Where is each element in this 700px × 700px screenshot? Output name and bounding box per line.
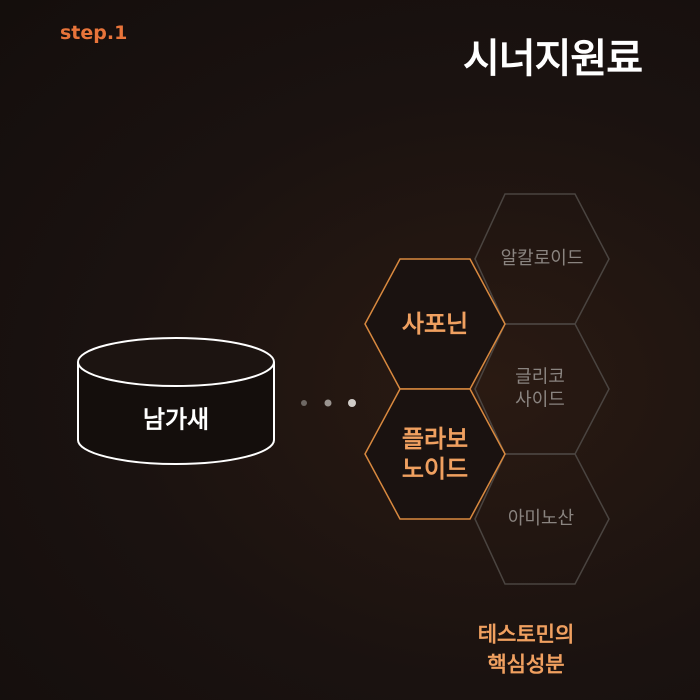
- source-label: 남가새: [142, 405, 210, 434]
- connector-dot-3: [348, 399, 356, 407]
- connector-dot-1: [301, 400, 307, 406]
- caption: 테스토민의 핵심성분: [478, 620, 575, 681]
- page-title: 시너지원료: [463, 36, 643, 82]
- hex-label-amino-acid: 아미노산: [507, 507, 575, 529]
- hex-label-flavonoid: 플라보 노이드: [402, 424, 468, 484]
- hex-label-saponin: 사포닌: [401, 310, 469, 338]
- hex-flavonoid: [364, 388, 506, 520]
- connector-dots: [301, 399, 356, 407]
- connector-dot-2: [324, 399, 332, 407]
- hex-label-glycoside: 글리코 사이드: [515, 367, 565, 412]
- cylinder-shape: [77, 337, 275, 465]
- caption-line1: 테스토민의: [477, 622, 575, 647]
- hex-label-flavonoid-line1: 플라보: [401, 425, 469, 453]
- hex-label-alkaloid: 알칼로이드: [500, 247, 584, 269]
- caption-line2: 핵심성분: [487, 653, 565, 677]
- step-label: step.1: [60, 22, 128, 44]
- hex-label-glycoside-line2: 사이드: [515, 389, 565, 410]
- hex-label-flavonoid-line2: 노이드: [401, 455, 469, 483]
- hex-label-glycoside-line1: 글리코: [515, 366, 565, 388]
